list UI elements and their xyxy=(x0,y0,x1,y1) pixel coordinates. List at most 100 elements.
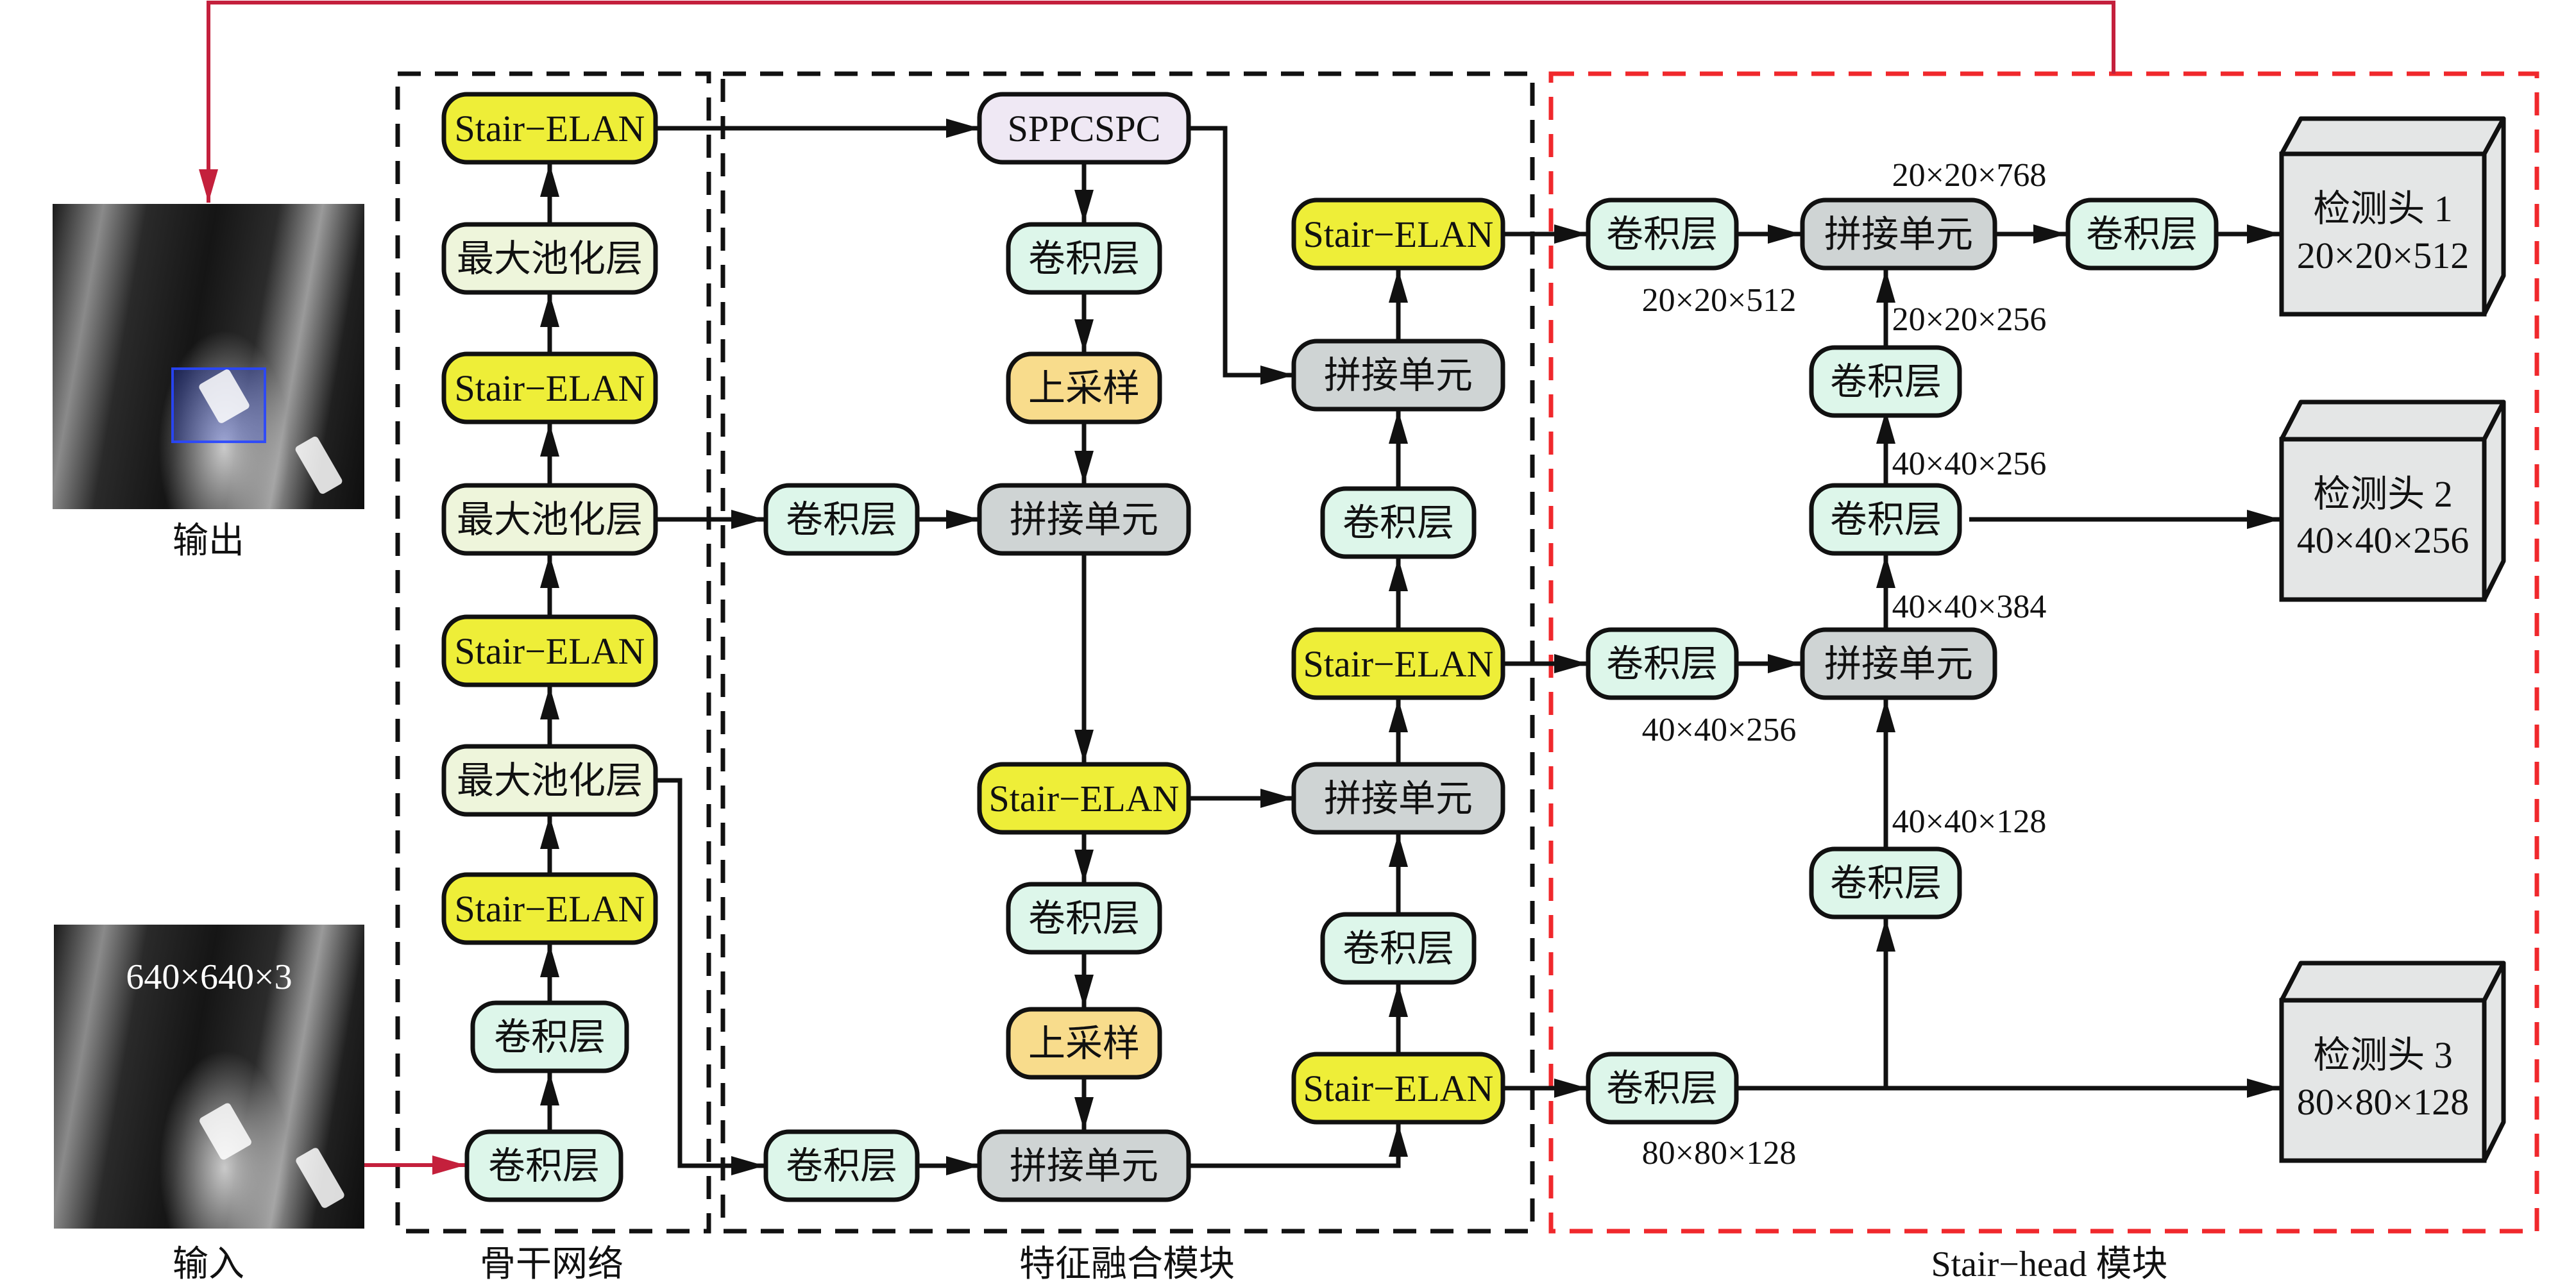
backbone-blocks: Stair−ELAN 最大池化层 Stair−ELAN 最大池化层 Stair−… xyxy=(441,92,658,1202)
fusion-concat-r2[interactable]: 拼接单元 xyxy=(1291,339,1505,412)
block-label: 上采样 xyxy=(1028,1023,1140,1064)
fusion-conv-b[interactable]: 卷积层 xyxy=(1006,882,1162,955)
fusion-blocks: SPPCSPC 卷积层 上采样 卷积层 拼接单元 Stair−ELAN 卷积层 xyxy=(763,92,1505,1202)
block-label: 卷积层 xyxy=(1343,928,1454,970)
head-concat-1[interactable]: 拼接单元 xyxy=(1800,197,1997,271)
block-label: 卷积层 xyxy=(1830,361,1942,403)
block-label: 卷积层 xyxy=(494,1016,606,1058)
block-label: Stair−ELAN xyxy=(455,367,645,409)
dim-label: 40×40×256 xyxy=(1642,712,1797,748)
head-conv-in3[interactable]: 卷积层 xyxy=(1586,1052,1739,1125)
head-conv-up1[interactable]: 卷积层 xyxy=(1809,345,1962,418)
backbone-maxpool-1[interactable]: 最大池化层 xyxy=(441,222,658,295)
block-label: 最大池化层 xyxy=(457,238,643,280)
fusion-concat-a[interactable]: 拼接单元 xyxy=(977,483,1191,556)
dim-label: 80×80×128 xyxy=(1642,1135,1797,1172)
dim-label: 20×20×512 xyxy=(1642,282,1797,319)
detection-head-title: 检测头 2 xyxy=(2313,473,2453,515)
detection-head-1[interactable]: 检测头 1 20×20×512 xyxy=(2279,116,2506,317)
input-dimension-label: 640×640×3 xyxy=(126,957,292,997)
block-label: 拼接单元 xyxy=(1010,499,1158,541)
block-label: Stair−ELAN xyxy=(1303,1068,1494,1109)
fusion-sppcspc[interactable]: SPPCSPC xyxy=(977,92,1191,165)
block-label: 卷积层 xyxy=(1028,238,1140,280)
block-label: Stair−ELAN xyxy=(455,108,645,149)
block-label: 拼接单元 xyxy=(1010,1145,1158,1187)
head-conv-mid2[interactable]: 卷积层 xyxy=(1809,483,1962,556)
output-image xyxy=(53,204,364,509)
dim-label: 40×40×256 xyxy=(1892,446,2047,482)
fusion-conv-side-b[interactable]: 卷积层 xyxy=(763,1129,920,1202)
backbone-frame xyxy=(395,71,711,1234)
block-label: 卷积层 xyxy=(1606,643,1718,685)
detection-head-title: 检测头 1 xyxy=(2313,188,2453,230)
block-label: 拼接单元 xyxy=(1824,214,1973,255)
block-label: Stair−ELAN xyxy=(989,778,1180,819)
detection-head-dims: 20×20×512 xyxy=(2297,235,2469,276)
arrow-concat-b-to-elan-out3 xyxy=(1189,1123,1408,1168)
backbone-conv-2[interactable]: 卷积层 xyxy=(470,1000,629,1073)
head-concat-2[interactable]: 拼接单元 xyxy=(1800,627,1997,700)
block-label: 拼接单元 xyxy=(1324,778,1473,819)
block-label: 卷积层 xyxy=(488,1145,600,1187)
block-label: 拼接单元 xyxy=(1324,355,1473,396)
block-label: 卷积层 xyxy=(1028,898,1140,939)
block-label: 最大池化层 xyxy=(457,760,643,802)
input-image: 640×640×3 xyxy=(54,925,364,1229)
head-conv-up2[interactable]: 卷积层 xyxy=(1809,846,1962,920)
fusion-upsample-a[interactable]: 上采样 xyxy=(1006,351,1162,424)
fusion-conv-side-a[interactable]: 卷积层 xyxy=(763,483,920,556)
fusion-caption: 特征融合模块 xyxy=(1019,1245,1235,1284)
block-label: Stair−ELAN xyxy=(455,630,645,672)
head-conv-in2[interactable]: 卷积层 xyxy=(1586,627,1739,700)
arrow-pool-to-conv-side-b xyxy=(656,778,765,1175)
block-label: 卷积层 xyxy=(786,1145,897,1187)
block-label: 卷积层 xyxy=(1606,214,1718,255)
backbone-maxpool-3[interactable]: 最大池化层 xyxy=(441,744,658,817)
head-caption: Stair−head 模块 xyxy=(1931,1245,2167,1284)
detection-head-3[interactable]: 检测头 3 80×80×128 xyxy=(2279,961,2506,1163)
dim-label: 40×40×128 xyxy=(1892,803,2047,840)
block-label: Stair−ELAN xyxy=(455,888,645,930)
fusion-stair-elan-out3[interactable]: Stair−ELAN xyxy=(1291,1052,1505,1125)
backbone-conv-1[interactable]: 卷积层 xyxy=(464,1129,623,1202)
head-blocks: 卷积层 拼接单元 卷积层 卷积层 卷积层 卷积层 拼接单元 卷积层 xyxy=(1586,116,2506,1172)
block-label: 上采样 xyxy=(1028,367,1140,409)
feedback-line xyxy=(199,1,2115,203)
head-conv-in1[interactable]: 卷积层 xyxy=(1586,197,1739,271)
backbone-stair-elan-1[interactable]: Stair−ELAN xyxy=(441,92,658,165)
fusion-conv-r2[interactable]: 卷积层 xyxy=(1320,486,1477,559)
backbone-maxpool-2[interactable]: 最大池化层 xyxy=(441,483,658,556)
detection-head-2[interactable]: 检测头 2 40×40×256 xyxy=(2279,399,2506,602)
fusion-stair-elan-mid[interactable]: Stair−ELAN xyxy=(977,762,1191,835)
dim-label: 20×20×256 xyxy=(1892,301,2047,338)
fusion-conv-a[interactable]: 卷积层 xyxy=(1006,222,1162,295)
fusion-stair-elan-out2[interactable]: Stair−ELAN xyxy=(1291,627,1505,700)
block-label: Stair−ELAN xyxy=(1303,214,1494,255)
block-label: 卷积层 xyxy=(2086,214,2198,255)
dim-label: 40×40×384 xyxy=(1892,589,2047,625)
fusion-conv-r1[interactable]: 卷积层 xyxy=(1320,912,1477,985)
arrow-sppcspc-to-concat-r2 xyxy=(1189,126,1294,385)
fusion-stair-elan-out1[interactable]: Stair−ELAN xyxy=(1291,197,1505,271)
backbone-stair-elan-2[interactable]: Stair−ELAN xyxy=(441,351,658,424)
detection-head-dims: 40×40×256 xyxy=(2297,519,2469,561)
detection-head-dims: 80×80×128 xyxy=(2297,1081,2469,1123)
head-frame xyxy=(1548,71,2539,1234)
fusion-frame xyxy=(720,71,1535,1234)
block-label: SPPCSPC xyxy=(1008,108,1161,149)
fusion-upsample-b[interactable]: 上采样 xyxy=(1006,1007,1162,1080)
block-label: 卷积层 xyxy=(1343,502,1454,544)
backbone-stair-elan-4[interactable]: Stair−ELAN xyxy=(441,872,658,945)
block-label: 拼接单元 xyxy=(1824,643,1973,685)
input-caption: 输入 xyxy=(173,1245,244,1284)
output-caption: 输出 xyxy=(173,521,244,561)
head-conv-out1[interactable]: 卷积层 xyxy=(2065,197,2219,271)
block-label: 卷积层 xyxy=(786,499,897,541)
backbone-stair-elan-3[interactable]: Stair−ELAN xyxy=(441,614,658,687)
fusion-concat-r1[interactable]: 拼接单元 xyxy=(1291,762,1505,835)
detection-head-title: 检测头 3 xyxy=(2313,1034,2453,1076)
block-label: Stair−ELAN xyxy=(1303,643,1494,685)
block-label: 卷积层 xyxy=(1606,1068,1718,1109)
fusion-concat-b[interactable]: 拼接单元 xyxy=(977,1129,1191,1202)
